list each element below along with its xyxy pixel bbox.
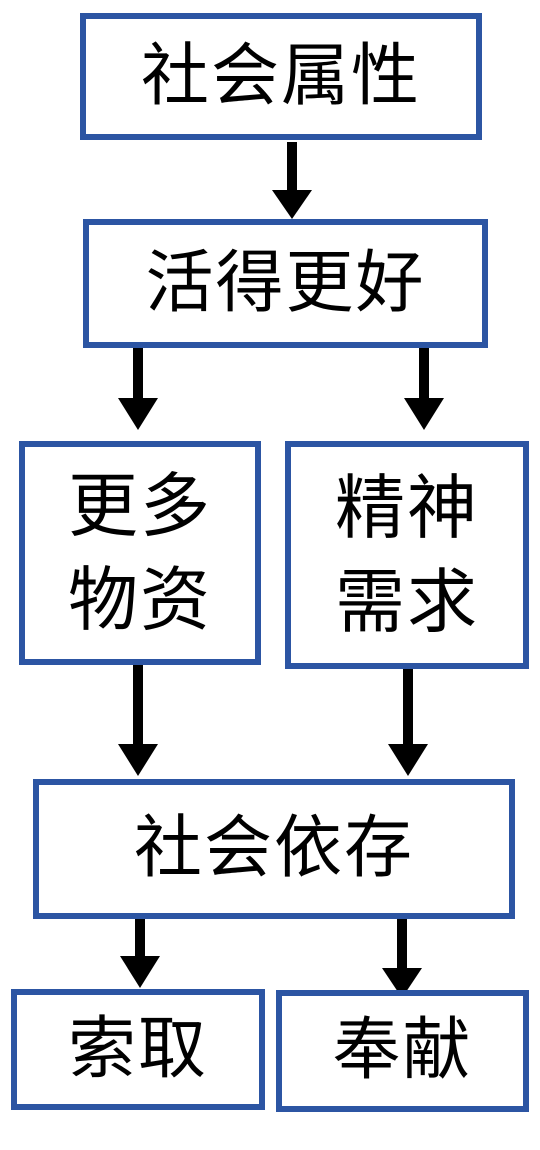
node-live-better: 活得更好 — [83, 219, 488, 348]
node-more-material-line1: 更多 — [68, 464, 212, 547]
arrow-more-material-to-social-dependence — [118, 664, 158, 776]
node-social-dependence: 社会依存 — [33, 779, 515, 919]
arrow-social-attribute-to-live-better — [272, 142, 312, 219]
arrow-social-dependence-to-take — [120, 918, 160, 988]
node-live-better-label: 活得更好 — [145, 243, 426, 323]
arrow-live-better-to-more-material — [118, 348, 158, 430]
node-take: 索取 — [11, 989, 265, 1110]
node-social-attribute: 社会属性 — [80, 13, 482, 140]
arrow-live-better-to-spiritual-need — [404, 348, 444, 430]
node-more-material-line2: 物资 — [68, 559, 212, 641]
node-spiritual-need: 精神 需求 — [285, 441, 529, 669]
arrow-social-dependence-to-contribute — [382, 918, 422, 998]
node-more-material: 更多 物资 — [19, 441, 261, 665]
node-spiritual-need-line2: 需求 — [335, 561, 479, 643]
arrow-spiritual-need-to-social-dependence — [388, 666, 428, 776]
node-take-label: 索取 — [67, 1009, 208, 1089]
node-social-dependence-label: 社会依存 — [133, 809, 414, 889]
node-spiritual-need-line1: 精神 — [335, 466, 479, 549]
node-social-attribute-label: 社会属性 — [140, 36, 421, 116]
node-contribute-label: 奉献 — [332, 1011, 473, 1091]
node-contribute: 奉献 — [276, 990, 529, 1112]
